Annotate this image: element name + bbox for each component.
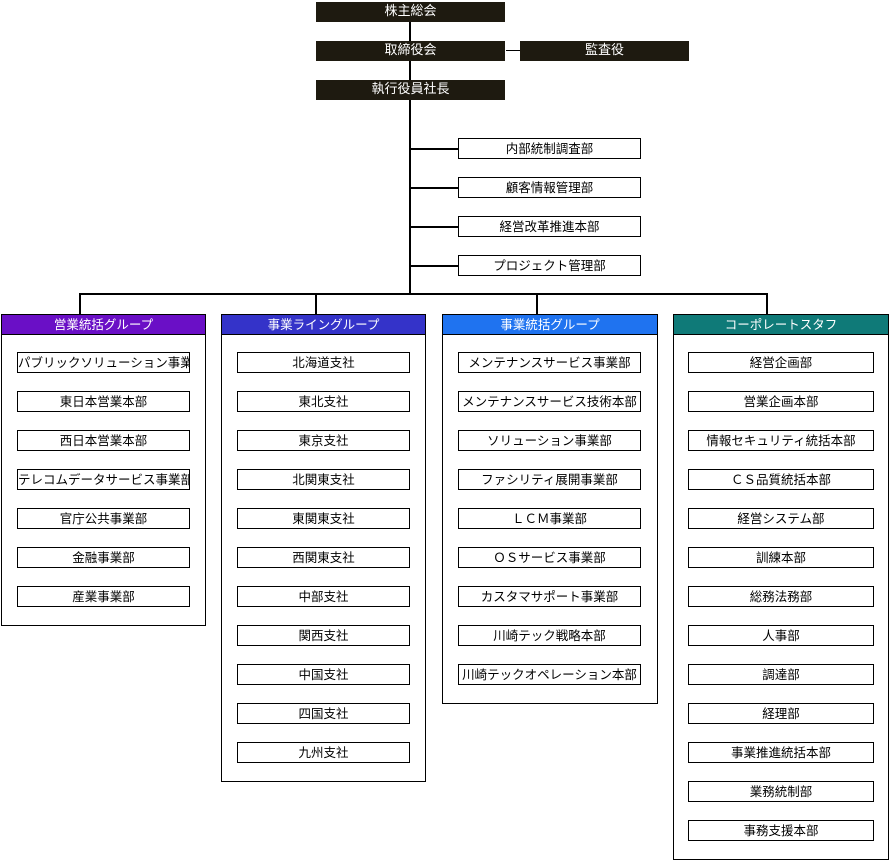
group-title: コーポレートスタフ [674,315,888,335]
department-box: ソリューション事業部 [458,430,641,451]
department-box: 九州支社 [237,742,410,763]
department-box: 関西支社 [237,625,410,646]
staff-dept-box: プロジェクト管理部 [458,255,641,276]
staff-dept-box: 内部統制調査部 [458,138,641,159]
department-box: ＯＳサービス事業部 [458,547,641,568]
department-box: 事業推進統括本部 [688,742,874,763]
department-box: ファシリティ展開事業部 [458,469,641,490]
staff-dept-box: 顧客情報管理部 [458,177,641,198]
department-box: 西日本営業本部 [17,430,190,451]
trunk-line [409,22,411,294]
department-box: 川崎テック戦略本部 [458,625,641,646]
department-box: 営業企画本部 [688,391,874,412]
department-box: 四国支社 [237,703,410,724]
department-box: 経営企画部 [688,352,874,373]
group-title: 事業ライングループ [222,315,425,335]
staff-branch-line [410,148,458,150]
group-drop-line [79,293,81,314]
department-box: 訓練本部 [688,547,874,568]
department-box: 北関東支社 [237,469,410,490]
department-box: 経営システム部 [688,508,874,529]
department-box: 北海道支社 [237,352,410,373]
board-auditor-connector [506,50,520,51]
staff-branch-line [410,265,458,267]
department-box: メンテナンスサービス事業部 [458,352,641,373]
department-box: 東京支社 [237,430,410,451]
department-box: 総務法務部 [688,586,874,607]
department-box: 東関東支社 [237,508,410,529]
department-box: 中国支社 [237,664,410,685]
department-box: 川崎テックオペレーション本部 [458,664,641,685]
department-box: カスタマサポート事業部 [458,586,641,607]
department-box: テレコムデータサービス事業部 [17,469,190,490]
staff-branch-line [410,187,458,189]
department-box: パブリックソリューション事業部 [17,352,190,373]
department-box: 産業事業部 [17,586,190,607]
department-box: 情報セキュリティ統括本部 [688,430,874,451]
staff-dept-box: 経営改革推進本部 [458,216,641,237]
group-bus-line [79,293,768,295]
department-box: 事務支援本部 [688,820,874,841]
group-drop-line [315,293,317,314]
staff-branch-line [410,226,458,228]
department-box: 西関東支社 [237,547,410,568]
department-box: ＬＣＭ事業部 [458,508,641,529]
group-drop-line [766,293,768,314]
auditor-box: 監査役 [520,41,689,61]
department-box: 中部支社 [237,586,410,607]
department-box: 官庁公共事業部 [17,508,190,529]
department-box: 調達部 [688,664,874,685]
department-box: 経理部 [688,703,874,724]
department-box: 業務統制部 [688,781,874,802]
group-title: 事業統括グループ [443,315,657,335]
department-box: 東日本営業本部 [17,391,190,412]
department-box: 金融事業部 [17,547,190,568]
department-box: ＣＳ品質統括本部 [688,469,874,490]
shareholders-meeting-box: 株主総会 [316,2,505,22]
group-title: 営業統括グループ [2,315,205,335]
department-box: 人事部 [688,625,874,646]
department-box: 東北支社 [237,391,410,412]
group-drop-line [536,293,538,314]
board-box: 取締役会 [316,41,505,61]
president-box: 執行役員社長 [316,80,505,100]
department-box: メンテナンスサービス技術本部 [458,391,641,412]
